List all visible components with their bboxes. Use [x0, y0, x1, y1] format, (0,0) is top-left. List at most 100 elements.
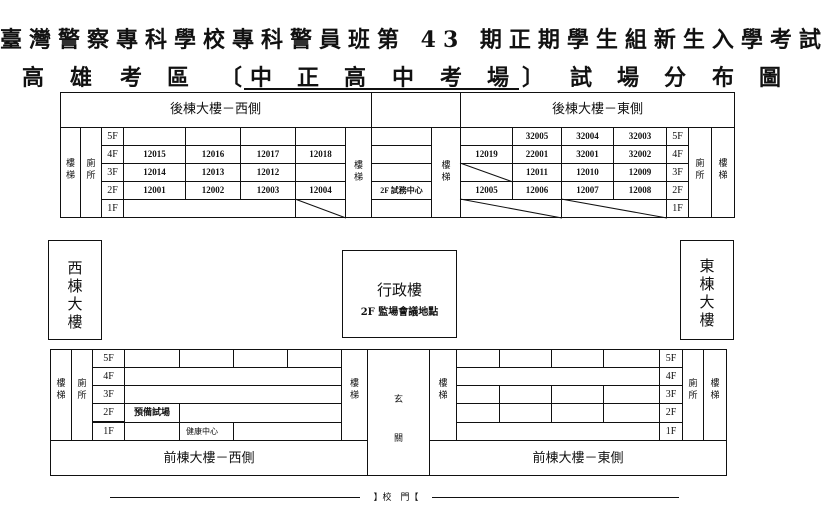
region-char: 區: [167, 65, 190, 91]
room-empty: [124, 422, 180, 441]
suffix-char: 分: [664, 65, 687, 91]
stairs-cell: 樓梯: [345, 127, 372, 218]
floor-label: 3F: [92, 385, 125, 404]
stairs-label: 樓梯: [353, 160, 363, 184]
room-empty: [295, 127, 346, 146]
room-empty: [179, 403, 342, 423]
room-empty: [460, 199, 562, 218]
admin-building: 行政樓 2F 監場會議地點: [342, 250, 457, 338]
health-center: 健康中心: [179, 422, 234, 441]
floor-label: 3F: [666, 163, 689, 182]
stairs-cell: 樓梯: [711, 127, 735, 218]
room-empty: [371, 163, 432, 182]
exam-room: 12002: [185, 181, 241, 200]
exam-room: 12010: [561, 163, 614, 182]
exam-room: 12017: [240, 145, 296, 164]
room-empty: [551, 349, 604, 368]
exam-room: 12005: [460, 181, 513, 200]
stairs-cell: 樓梯: [60, 127, 81, 218]
room-empty: [551, 403, 604, 423]
front-east-header: 前棟大樓－東側: [429, 440, 727, 476]
exam-room: 12018: [295, 145, 346, 164]
room-empty: [240, 127, 296, 146]
room-empty: [287, 349, 342, 368]
exam-room: 22001: [512, 145, 562, 164]
room-empty: [124, 385, 342, 404]
room-empty: [561, 199, 667, 218]
floor-label: 5F: [666, 127, 689, 146]
floor-label: 5F: [659, 349, 683, 368]
floor-label: 5F: [92, 349, 125, 368]
stairs-label: 樓梯: [349, 378, 359, 402]
venue-char: 考: [440, 65, 463, 91]
room-empty: [460, 163, 513, 182]
room-empty: [124, 349, 180, 368]
room-empty: [295, 199, 346, 218]
gate-line-left: [110, 497, 360, 498]
floor-label: 3F: [101, 163, 124, 182]
back-east-header: 後棟大樓－東側: [551, 102, 643, 117]
reserve-room: 預備試場: [124, 403, 180, 423]
suffix-char: 布: [712, 65, 735, 91]
venue-underline: [244, 88, 519, 90]
room-empty: [551, 385, 604, 404]
venue-char: 場: [487, 65, 510, 91]
east-building: 東棟大樓: [680, 240, 734, 340]
floor-label: 1F: [101, 199, 124, 218]
toilet-cell: 廁所: [688, 127, 712, 218]
room-empty: [124, 367, 342, 386]
exam-room: 12006: [512, 181, 562, 200]
exam-room: 12004: [295, 181, 346, 200]
floor-label: 4F: [92, 367, 125, 386]
exam-room: 12011: [512, 163, 562, 182]
room-empty: [185, 127, 241, 146]
exam-room: 12008: [613, 181, 667, 200]
suffix-char: 場: [617, 65, 640, 91]
title-line-1: 臺灣警察專科學校專科警員班第 43 期正期學生組新生入學考試: [0, 27, 828, 53]
west-building: 西棟大樓: [48, 240, 102, 340]
exam-room: 12019: [460, 145, 513, 164]
floor-label: 2F: [101, 181, 124, 200]
school-gate: 】校 門【: [373, 493, 419, 503]
room-empty: [603, 403, 660, 423]
floor-label: 1F: [666, 199, 689, 218]
stairs-cell: 樓梯: [50, 349, 72, 441]
stairs-label: 樓梯: [709, 378, 720, 402]
room-empty: [499, 403, 552, 423]
meeting-location: 2F 監場會議地點: [360, 307, 439, 318]
exam-room: 12007: [561, 181, 614, 200]
floor-label: 1F: [92, 422, 125, 441]
exam-room: 32001: [561, 145, 614, 164]
exam-room: 32003: [613, 127, 667, 146]
toilet-label: 廁所: [76, 378, 87, 402]
floor-label: 1F: [659, 422, 683, 441]
exam-room: 12009: [613, 163, 667, 182]
stairs-cell: 樓梯: [429, 349, 457, 441]
venue-char: 中: [250, 65, 273, 91]
east-building-label: 東棟大樓: [699, 257, 715, 329]
stairs-label: 樓梯: [55, 378, 66, 402]
exam-room: 12001: [123, 181, 186, 200]
toilet-label: 廁所: [694, 158, 705, 182]
room-empty: [499, 385, 552, 404]
exam-office: 2F 試務中心: [371, 181, 432, 200]
floor-label: 3F: [659, 385, 683, 404]
exam-room: 12014: [123, 163, 186, 182]
divider: [460, 92, 461, 127]
gate-line-right: [432, 497, 679, 498]
exam-room: 12012: [240, 163, 296, 182]
room-empty: [460, 127, 513, 146]
stairs-cell: 樓梯: [341, 349, 368, 441]
toilet-cell: 廁所: [71, 349, 93, 441]
region-char: 高: [22, 65, 45, 91]
exam-room: 12003: [240, 181, 296, 200]
title-line-2: 高 雄 考 區 〔 中 正 高 中 考 場 〕 試 場 分 布 圖: [22, 60, 792, 91]
region-char: 考: [120, 65, 143, 91]
suffix-char: 試: [570, 65, 593, 91]
back-west-header: 後棟大樓－西側: [169, 102, 261, 117]
west-building-label: 西棟大樓: [67, 259, 83, 331]
toilet-cell: 廁所: [682, 349, 704, 441]
room-empty: [123, 127, 186, 146]
stairs-label: 樓梯: [437, 378, 448, 402]
room-empty: [456, 403, 500, 423]
